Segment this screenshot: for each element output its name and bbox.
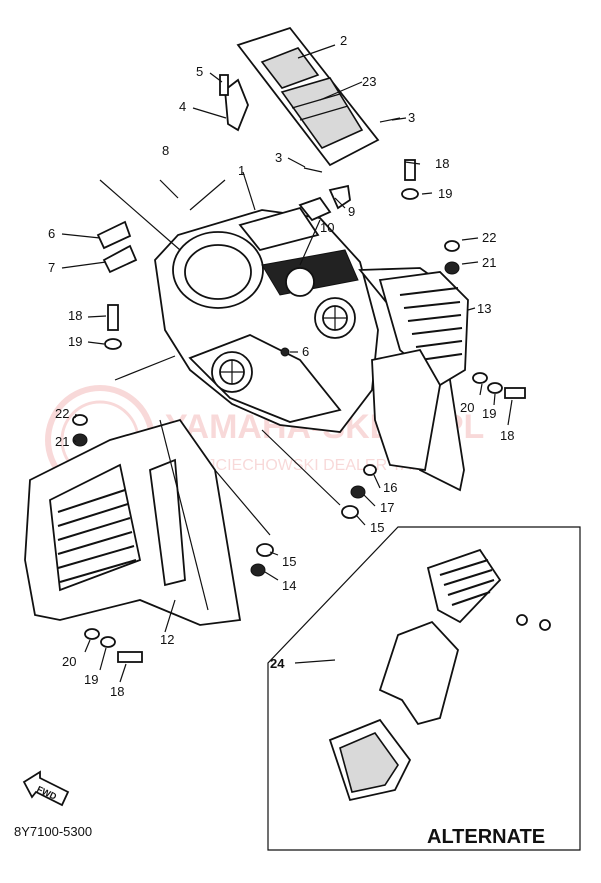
alternate-label: ALTERNATE	[427, 826, 545, 848]
callout-20a: 20	[460, 400, 474, 415]
callout-15b: 15	[282, 554, 296, 569]
callout-22b: 22	[55, 406, 69, 421]
callout-9: 8	[162, 143, 169, 158]
fasteners	[72, 74, 526, 663]
callout-20b: 20	[62, 654, 76, 669]
callout-3b: 3	[275, 150, 282, 165]
callout-24: 24	[270, 656, 285, 671]
left-panel-part	[24, 418, 242, 626]
callout-7: 6	[48, 226, 55, 241]
top-cover-part	[236, 26, 380, 167]
callout-18b: 18	[68, 308, 82, 323]
callout-19c: 19	[482, 406, 496, 421]
callout-18a: 18	[435, 156, 449, 171]
fwd-arrow: FWD	[22, 770, 70, 807]
callout-3: 3	[408, 110, 415, 125]
callout-23: 23	[362, 74, 376, 89]
callout-16: 16	[383, 480, 397, 495]
callout-5: 5	[196, 64, 203, 79]
callout-2: 2	[340, 33, 347, 48]
alternate-box	[267, 526, 581, 851]
callout-6: 6	[302, 344, 309, 359]
callout-21b: 21	[55, 434, 69, 449]
part-code: 8Y7100-5300	[14, 824, 92, 839]
callout-18c: 18	[500, 428, 514, 443]
callout-12: 12	[160, 632, 174, 647]
callout-10: 9	[348, 204, 355, 219]
callout-1: 1	[238, 163, 245, 178]
callout-11: 10	[320, 220, 334, 235]
callouts: 2 23 3 3 5 4 8 1 9 10 18 19 22 21 13 6 7…	[48, 33, 514, 699]
callout-4: 4	[179, 99, 186, 114]
callout-19a: 19	[438, 186, 452, 201]
right-panel-part	[358, 267, 469, 492]
callout-18d: 18	[110, 684, 124, 699]
main-body-part	[154, 206, 379, 433]
callout-19d: 19	[84, 672, 98, 687]
callout-22a: 22	[482, 230, 496, 245]
callout-15a: 15	[370, 520, 384, 535]
callout-8: 7	[48, 260, 55, 275]
callout-19b: 19	[68, 334, 82, 349]
callout-21a: 21	[482, 255, 496, 270]
callout-13: 13	[477, 301, 491, 316]
callout-14: 14	[282, 578, 296, 593]
leader-lines	[61, 44, 513, 683]
callout-17: 17	[380, 500, 394, 515]
